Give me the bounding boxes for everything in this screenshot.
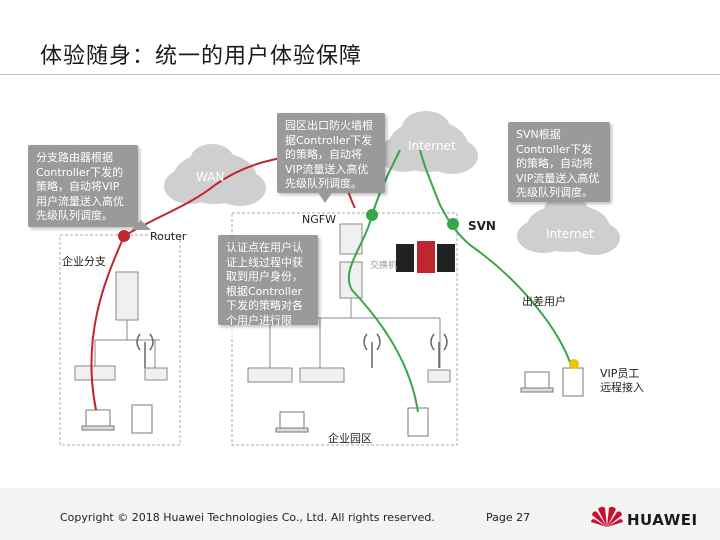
brand-name: HUAWEI (627, 511, 698, 529)
branch-switch (115, 271, 139, 321)
huawei-logo-icon (591, 506, 623, 527)
green-remote-path (419, 149, 573, 369)
branch-phone (131, 404, 153, 434)
campus-area (231, 212, 458, 446)
vip-remote-label: VIP员工远程接入 (600, 367, 644, 394)
branch-ap-switch-2 (144, 367, 168, 381)
campus-label: 企业园区 (328, 432, 372, 445)
campus-laptop (279, 411, 305, 429)
router-label: Router (150, 230, 187, 243)
branch-ap-switch-1 (74, 365, 116, 381)
campus-phone (407, 407, 429, 437)
callout-branch-router: 分支路由器根据Controller下发的策略，自动将VIP用户流量送入高优先级队… (28, 145, 138, 227)
network-diagram (59, 111, 620, 446)
remote-laptop (524, 371, 550, 389)
footer-copyright: Copyright © 2018 Huawei Technologies Co.… (60, 511, 435, 524)
footer (0, 488, 720, 540)
wan-label: WAN (196, 170, 225, 184)
server-rack (396, 241, 455, 273)
internet-top-label: Internet (408, 139, 456, 153)
remote-phone (562, 367, 584, 397)
remote-ap-node (569, 359, 579, 369)
title-divider (0, 74, 720, 75)
campus-access-switch-1 (247, 367, 293, 383)
campus-access-switch-2 (299, 367, 345, 383)
ngfw-label: NGFW (302, 213, 336, 226)
branch-label: 企业分支 (62, 255, 106, 268)
wan-cloud (164, 144, 266, 206)
page-number: Page 27 (486, 511, 531, 524)
campus-laptop-base (275, 427, 309, 433)
svn-node (447, 218, 459, 230)
callout-svn: SVN根据Controller下发的策略，自动将VIP流量送入高优先级队列调度。 (508, 122, 610, 202)
svn-label: SVN (468, 219, 496, 233)
travel-user-label: 出差用户 (522, 295, 566, 308)
internet-right-label: Internet (546, 227, 594, 241)
ngfw-node (366, 209, 378, 221)
router-node (118, 230, 130, 242)
page-title: 体验随身：统一的用户体验保障 (40, 44, 363, 69)
remote-laptop-base (520, 387, 554, 393)
internet-cloud-top (378, 111, 478, 174)
wifi-icon (136, 333, 448, 368)
switch-label: 交换机 (370, 261, 398, 271)
internet-cloud-right (517, 195, 620, 255)
callout-auth: 认证点在用户认证上线过程中获取到用户身份，根据Controller下发的策略对各… (218, 235, 318, 341)
branch-laptop (85, 409, 111, 427)
callout-campus-firewall: 园区出口防火墙根据Controller下发的策略，自动将VIP流量送入高优先级队… (277, 113, 385, 203)
branch-laptop-base (81, 425, 115, 431)
campus-access-switch-3 (427, 369, 451, 383)
